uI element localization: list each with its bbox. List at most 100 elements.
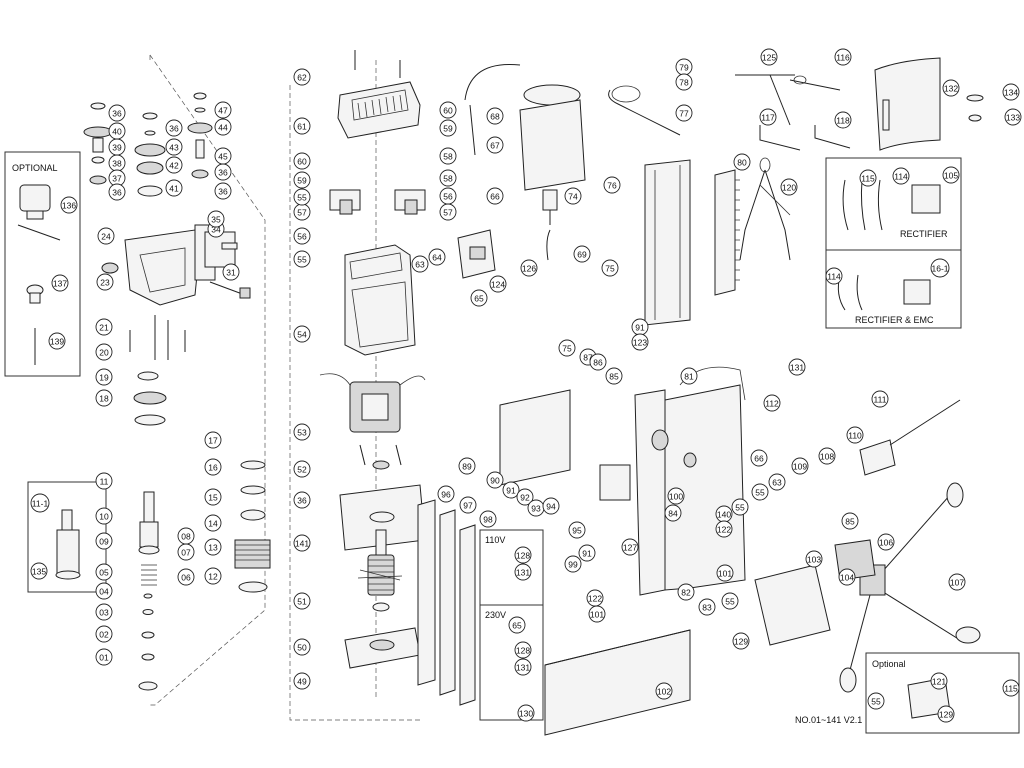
- motor-housing: [344, 244, 416, 356]
- callout-38: 38: [108, 154, 126, 172]
- svg-text:134: 134: [1004, 88, 1018, 98]
- spindle: [138, 491, 160, 586]
- svg-text:77: 77: [679, 109, 689, 119]
- callout-85: 85: [605, 367, 623, 385]
- svg-text:114: 114: [827, 272, 841, 282]
- callout-78: 78: [675, 73, 693, 91]
- callout-111: 111: [871, 390, 889, 408]
- svg-text:17: 17: [208, 436, 218, 446]
- svg-text:04: 04: [99, 587, 109, 597]
- hose-69: [546, 229, 551, 261]
- callout-56: 56: [439, 187, 457, 205]
- callout-99: 99: [564, 555, 582, 573]
- svg-text:43: 43: [169, 143, 179, 153]
- callout-104: 104: [838, 568, 856, 586]
- bracket: [204, 231, 238, 268]
- ring-01a: [141, 653, 155, 661]
- svg-text:63: 63: [415, 260, 425, 270]
- gear-stack-left: [83, 102, 113, 185]
- callout-135: 135: [30, 562, 48, 580]
- callout-115: 115: [1002, 679, 1020, 697]
- svg-text:44: 44: [218, 123, 228, 133]
- svg-text:38: 38: [112, 159, 122, 169]
- optional-box: [4, 151, 81, 377]
- callout-06: 06: [177, 568, 195, 586]
- cable-68: [464, 63, 521, 101]
- callout-03: 03: [95, 603, 113, 621]
- svg-text:78: 78: [679, 78, 689, 88]
- dovetail-slide: [644, 159, 691, 326]
- callout-139: 139: [48, 332, 66, 350]
- callout-137: 137: [51, 274, 69, 292]
- svg-text:12: 12: [208, 572, 218, 582]
- svg-text:14: 14: [208, 519, 218, 529]
- svg-text:57: 57: [297, 208, 307, 218]
- svg-text:129: 129: [734, 637, 748, 647]
- cover-103: [754, 564, 831, 646]
- callout-17: 17: [204, 431, 222, 449]
- ring-16: [240, 485, 266, 495]
- callout-36: 36: [293, 491, 311, 509]
- callout-91: 91: [631, 318, 649, 336]
- callout-35: 35: [207, 210, 225, 228]
- svg-text:125: 125: [762, 53, 776, 63]
- callout-133: 133: [1004, 108, 1022, 126]
- svg-text:91: 91: [506, 486, 516, 496]
- callout-14: 14: [204, 514, 222, 532]
- callout-53: 53: [293, 423, 311, 441]
- svg-text:02: 02: [99, 630, 109, 640]
- svg-text:131: 131: [516, 663, 530, 673]
- gearbox-dash-boundary: [149, 54, 266, 706]
- svg-text:115: 115: [1004, 684, 1018, 694]
- svg-text:03: 03: [99, 608, 109, 618]
- callout-127: 127: [621, 538, 639, 556]
- svg-text:90: 90: [490, 476, 500, 486]
- strain-relief-110: [859, 439, 896, 476]
- callout-117: 117: [759, 108, 777, 126]
- callout-08: 08: [177, 527, 195, 545]
- svg-text:107: 107: [950, 578, 964, 588]
- svg-text:67: 67: [490, 141, 500, 151]
- callout-12: 12: [204, 567, 222, 585]
- svg-text:10: 10: [99, 512, 109, 522]
- callout-64: 64: [428, 248, 446, 266]
- callout-80: 80: [733, 153, 751, 171]
- cable-111: [889, 399, 961, 446]
- callout-67: 67: [486, 136, 504, 154]
- callout-101: 101: [716, 564, 734, 582]
- callout-129: 129: [937, 705, 955, 723]
- callout-66: 66: [486, 187, 504, 205]
- svg-text:40: 40: [112, 127, 122, 137]
- callout-96: 96: [437, 485, 455, 503]
- svg-text:36: 36: [218, 168, 228, 178]
- svg-text:94: 94: [546, 502, 556, 512]
- optional-label: OPTIONAL: [12, 163, 58, 173]
- callout-131: 131: [514, 658, 532, 676]
- svg-text:111: 111: [874, 395, 887, 405]
- end-plate: [344, 627, 421, 669]
- ring-02: [141, 631, 155, 639]
- ring-17: [240, 460, 266, 470]
- callout-10: 10: [95, 507, 113, 525]
- svg-text:140: 140: [717, 510, 731, 520]
- svg-text:35: 35: [211, 215, 221, 225]
- ring-18: [134, 414, 166, 426]
- callout-02: 02: [95, 625, 113, 643]
- rack: [714, 169, 740, 296]
- callout-59: 59: [439, 119, 457, 137]
- svg-text:56: 56: [297, 232, 307, 242]
- svg-text:83: 83: [702, 603, 712, 613]
- callout-31: 31: [222, 263, 240, 281]
- svg-text:59: 59: [297, 176, 307, 186]
- callout-115: 115: [859, 169, 877, 187]
- bearing-19: [133, 391, 167, 405]
- callout-40: 40: [108, 122, 126, 140]
- callout-123: 123: [631, 333, 649, 351]
- svg-text:61: 61: [297, 122, 307, 132]
- wrench-116: [789, 79, 841, 91]
- ring-15: [240, 509, 266, 521]
- callout-102: 102: [655, 682, 673, 700]
- brush-holder-right: [394, 189, 426, 215]
- svg-text:50: 50: [297, 643, 307, 653]
- svg-text:81: 81: [684, 372, 694, 382]
